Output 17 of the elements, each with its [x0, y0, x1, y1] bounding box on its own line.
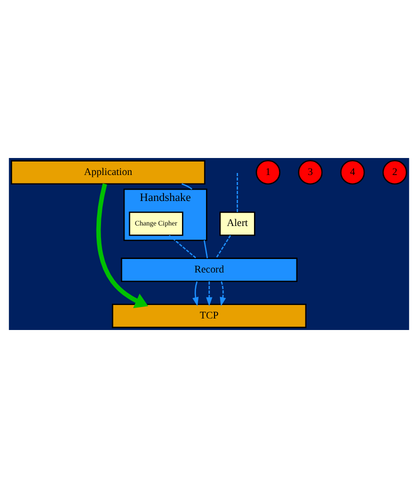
arrow	[206, 282, 212, 306]
connector	[236, 173, 238, 212]
node-circle: 3	[298, 160, 323, 185]
node-circle: 1	[256, 160, 280, 185]
node-box: TCP	[112, 304, 306, 328]
node-box: Record	[120, 258, 298, 282]
connector	[182, 183, 192, 190]
arrow	[220, 281, 226, 306]
node-box: Application	[10, 160, 206, 184]
node-circle: 2	[382, 160, 408, 185]
arrow	[96, 183, 148, 308]
node-box: Alert	[219, 212, 256, 236]
connector	[216, 235, 231, 259]
connector	[168, 235, 197, 259]
node-circle: 4	[340, 160, 365, 185]
connector	[204, 240, 208, 258]
arrow	[192, 281, 199, 306]
